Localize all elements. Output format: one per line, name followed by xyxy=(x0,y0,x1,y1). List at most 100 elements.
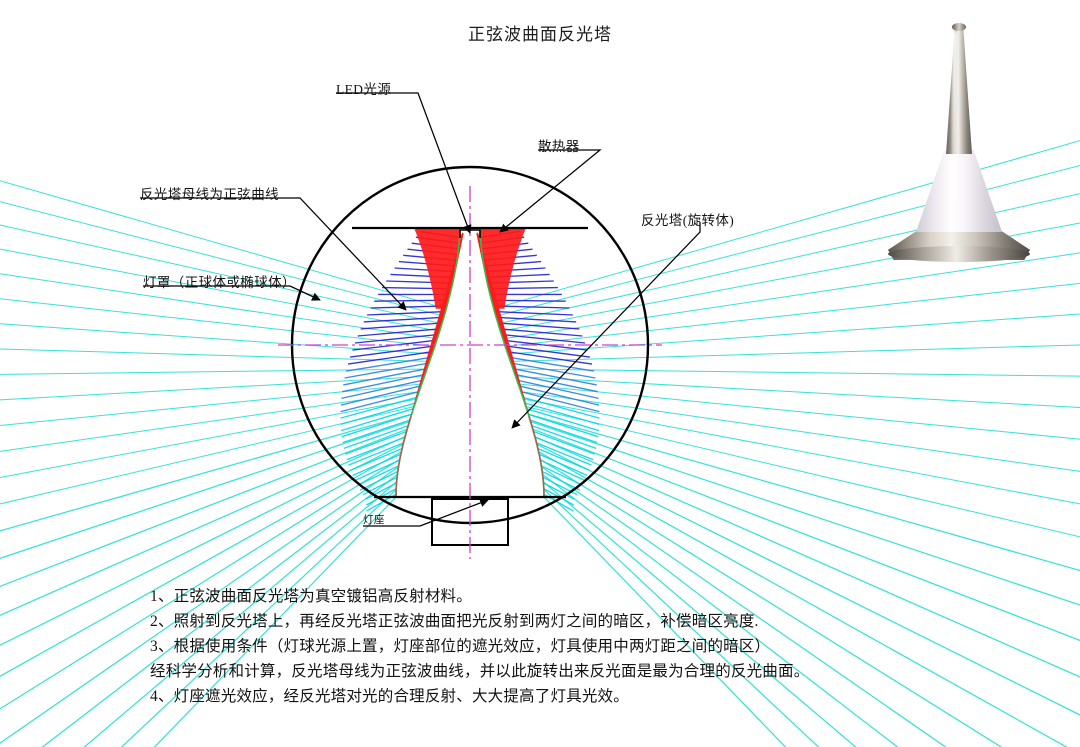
reflected-ray xyxy=(359,470,399,491)
output-beam-ray xyxy=(0,443,404,646)
reflected-ray xyxy=(365,482,397,500)
output-beam-ray xyxy=(502,252,1080,340)
reflected-ray xyxy=(496,316,577,323)
reflected-ray xyxy=(538,453,588,477)
output-beam-ray xyxy=(0,201,445,317)
output-beam-ray xyxy=(528,413,1080,572)
output-beam-ray xyxy=(0,348,430,362)
output-beam-ray xyxy=(0,224,443,325)
output-beam-ray xyxy=(0,391,420,452)
label-heat-sink: 散热器 xyxy=(538,139,580,154)
reflected-ray xyxy=(540,459,586,482)
reflected-ray xyxy=(524,402,600,426)
output-beam-ray xyxy=(0,368,428,375)
reflected-ray xyxy=(346,356,432,372)
reflected-ray xyxy=(340,402,416,426)
output-beam-ray xyxy=(536,443,1080,716)
note-line-5: 4、灯座遮光效应，经反光塔对光的合理反射、大大提高了灯具光效。 xyxy=(150,688,629,705)
output-beam-ray xyxy=(507,313,1080,355)
label-lamp-base: 灯座 xyxy=(363,515,385,526)
output-beam-ray xyxy=(523,398,1080,505)
note-line-2: 2、照射到反光塔上，再经反光塔正弦波曲面把光反射到两灯之间的暗区，补偿暗区亮度. xyxy=(150,613,759,630)
reflected-ray xyxy=(367,310,446,316)
leader-led-source xyxy=(336,92,472,234)
reflected-ray xyxy=(528,413,599,438)
output-beam-ray xyxy=(520,391,1080,472)
leader-heat-sink xyxy=(499,149,602,233)
reflected-ray xyxy=(516,379,599,400)
reflected-ray xyxy=(347,350,434,365)
output-beam-ray xyxy=(0,298,435,347)
product-bottom-rim xyxy=(888,246,1030,262)
leader-generatrix xyxy=(140,197,407,311)
label-lamp-shade: 灯罩（正球体或椭球体） xyxy=(143,275,296,290)
reflected-ray xyxy=(514,373,598,393)
centerline-group xyxy=(278,186,662,559)
reflected-ray xyxy=(357,328,441,337)
output-beam-ray xyxy=(493,140,1080,310)
reflected-ray xyxy=(536,442,592,466)
output-beam-ray xyxy=(0,398,417,479)
leader-reflector-tower xyxy=(511,222,701,429)
output-beam-ray xyxy=(0,421,410,559)
reflected-ray xyxy=(340,408,414,432)
reflected-ray xyxy=(494,310,573,316)
label-reflector-tower: 反光塔(旋转体) xyxy=(641,213,735,228)
note-line-1: 1、正弦波曲面反光塔为真空镀铝高反射材料。 xyxy=(150,588,472,605)
output-beam-ray xyxy=(0,376,425,401)
output-beam-ray xyxy=(500,222,1080,332)
reflected-ray xyxy=(363,316,444,323)
output-beam-ray xyxy=(495,164,1080,317)
output-beam-ray xyxy=(532,428,1080,642)
leader-lamp-base xyxy=(363,498,489,527)
reflected-ray xyxy=(350,345,435,358)
reflected-ray xyxy=(344,362,430,379)
output-beam-ray xyxy=(41,473,398,747)
product-neck xyxy=(946,26,972,154)
product-diffuser xyxy=(916,150,1002,232)
reflected-ray xyxy=(370,305,448,309)
reflected-ray xyxy=(357,465,399,486)
reflected-ray xyxy=(492,305,570,309)
page-title: 正弦波曲面反光塔 xyxy=(468,25,612,44)
reflected-ray xyxy=(350,447,403,471)
reflected-ray xyxy=(526,408,600,432)
reflected-ray xyxy=(501,333,586,344)
output-beam-ray xyxy=(0,248,440,332)
reflected-ray xyxy=(346,436,406,461)
reflected-ray xyxy=(505,345,590,358)
reflected-ray xyxy=(354,459,400,482)
reflected-ray xyxy=(340,385,422,406)
note-line-4: 经科学分析和计算，反光塔母线为正弦波曲线，并以此旋转出来反光面是最为合理的反光曲… xyxy=(150,663,810,680)
output-beam-ray xyxy=(0,383,422,426)
reflected-ray xyxy=(342,419,411,444)
reflected-ray xyxy=(499,328,583,337)
output-beam-ray xyxy=(0,451,402,677)
reflected-ray xyxy=(342,373,426,393)
incident-light-wedge xyxy=(414,228,460,309)
output-beam-ray xyxy=(539,458,1003,747)
reflected-ray xyxy=(352,453,402,477)
output-beam-ray xyxy=(518,383,1080,440)
reflected-ray xyxy=(543,482,575,500)
reflected-ray xyxy=(343,368,428,386)
reflected-ray xyxy=(340,396,418,419)
output-beam-ray xyxy=(0,466,399,744)
reflected-ray xyxy=(360,322,443,330)
output-beam-ray xyxy=(497,193,1080,325)
reflector-wall-lower xyxy=(395,416,412,498)
output-beam-ray xyxy=(83,481,398,747)
reflector-wall-lower xyxy=(528,416,545,498)
reflected-ray xyxy=(534,436,594,461)
output-beam-ray xyxy=(0,428,408,588)
reflected-ray xyxy=(512,368,597,386)
reflected-ray xyxy=(518,385,600,406)
output-beam-ray xyxy=(512,368,1080,377)
output-beam-ray xyxy=(538,451,1068,747)
output-beam-ray xyxy=(120,489,397,747)
output-beam-ray xyxy=(0,180,447,310)
output-beam-ray xyxy=(542,481,857,747)
reflected-ray xyxy=(503,339,588,351)
